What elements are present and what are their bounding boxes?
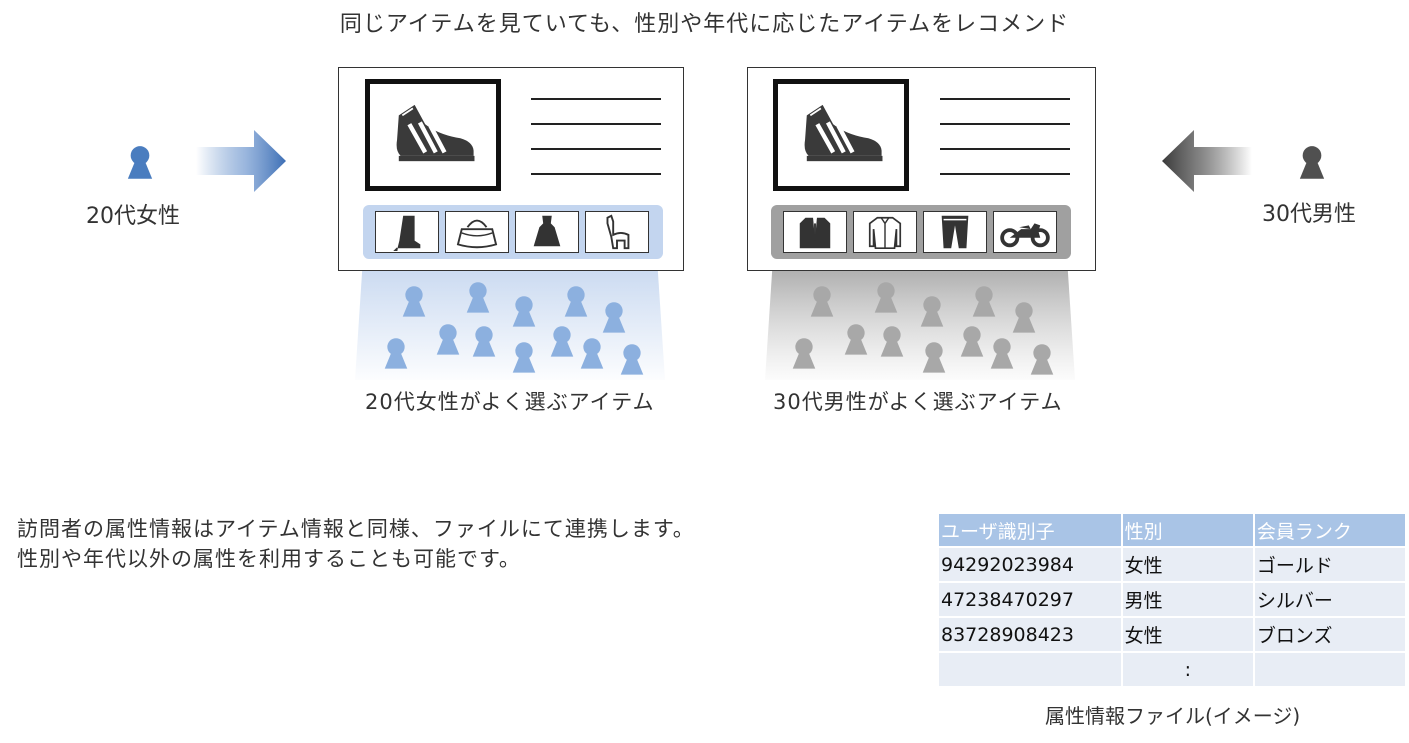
cell-user-id — [939, 653, 1121, 686]
cell-user-id: 47238470297 — [939, 583, 1121, 616]
main-product-image[interactable] — [773, 79, 909, 191]
shirt-icon — [868, 216, 902, 250]
arrow-left-icon — [1162, 130, 1252, 192]
recommend-item[interactable] — [375, 211, 439, 253]
cell-user-id: 83728908423 — [939, 618, 1121, 651]
main-product-image[interactable] — [365, 79, 501, 191]
description-line — [940, 173, 1070, 175]
recommend-item[interactable] — [445, 211, 509, 253]
page-title: 同じアイテムを見ていても、性別や年代に応じたアイテムをレコメンド — [339, 12, 1070, 37]
recommend-strip — [771, 205, 1071, 259]
person-icon — [791, 336, 817, 370]
column-header-rank: 会員ランク — [1254, 514, 1405, 546]
crowd-left — [355, 258, 665, 380]
person-icon — [126, 144, 154, 180]
person-icon — [579, 336, 605, 370]
cell-rank: ゴールド — [1254, 548, 1405, 581]
cell-rank: シルバー — [1254, 583, 1405, 616]
cell-ellipsis: : — [1122, 653, 1253, 686]
left-crowd-caption: 20代女性がよく選ぶアイテム — [365, 390, 655, 414]
motorcycle-icon — [1000, 223, 1050, 248]
person-icon — [511, 294, 537, 328]
note-line-2: 性別や年代以外の属性を利用することも可能です。 — [17, 547, 521, 571]
left-user-label: 20代女性 — [86, 204, 180, 229]
cell-gender: 女性 — [1122, 548, 1253, 581]
product-card-left — [338, 67, 684, 271]
person-icon — [511, 340, 537, 374]
recommend-item[interactable] — [923, 211, 987, 253]
person-icon — [1029, 342, 1055, 376]
dress-icon — [533, 215, 561, 247]
product-card-right — [747, 67, 1096, 271]
person-icon — [1011, 300, 1037, 334]
description-line — [940, 148, 1070, 150]
person-icon — [1298, 144, 1326, 180]
right-user-label: 30代男性 — [1262, 202, 1356, 227]
table-header-row: ユーザ識別子 性別 会員ランク — [939, 514, 1405, 546]
note-line-1: 訪問者の属性情報はアイテム情報と同様、ファイルにて連携します。 — [17, 517, 695, 541]
table-row: 94292023984 女性 ゴールド — [939, 548, 1405, 581]
person-icon — [873, 280, 899, 314]
recommend-item[interactable] — [515, 211, 579, 253]
cell-gender: 女性 — [1122, 618, 1253, 651]
description-line — [531, 173, 661, 175]
sneaker-icon — [798, 96, 886, 170]
person-icon — [879, 324, 905, 358]
description-line — [940, 123, 1070, 125]
right-crowd-caption: 30代男性がよく選ぶアイテム — [773, 390, 1063, 414]
person-icon — [619, 342, 645, 376]
description-line — [940, 98, 1070, 100]
recommend-item[interactable] — [783, 211, 847, 253]
recommend-strip — [363, 205, 663, 259]
person-icon — [549, 324, 575, 358]
attribute-table: ユーザ識別子 性別 会員ランク 94292023984 女性 ゴールド 4723… — [937, 512, 1407, 688]
recommend-item[interactable] — [853, 211, 917, 253]
person-icon — [563, 284, 589, 318]
table-caption: 属性情報ファイル(イメージ) — [1045, 704, 1301, 728]
person-icon — [843, 322, 869, 356]
person-icon — [471, 324, 497, 358]
person-icon — [401, 284, 427, 318]
person-icon — [921, 340, 947, 374]
crowd-right — [765, 258, 1075, 380]
cell-rank: ブロンズ — [1254, 618, 1405, 651]
recommend-item[interactable] — [993, 211, 1057, 253]
person-icon — [435, 322, 461, 356]
cell-gender: 男性 — [1122, 583, 1253, 616]
person-icon — [989, 336, 1015, 370]
alpaca-icon — [606, 214, 630, 250]
description-line — [531, 98, 661, 100]
column-header-gender: 性別 — [1122, 514, 1253, 546]
cell-user-id: 94292023984 — [939, 548, 1121, 581]
person-icon — [919, 294, 945, 328]
attribute-table-grid: ユーザ識別子 性別 会員ランク 94292023984 女性 ゴールド 4723… — [937, 512, 1407, 688]
sneaker-icon — [390, 96, 478, 170]
suit-jacket-icon — [799, 217, 831, 249]
boot-icon — [393, 215, 421, 252]
person-icon — [383, 336, 409, 370]
person-icon — [959, 324, 985, 358]
person-icon — [809, 284, 835, 318]
table-row: 47238470297 男性 シルバー — [939, 583, 1405, 616]
recommend-item[interactable] — [585, 211, 649, 253]
description-line — [531, 148, 661, 150]
table-row: : — [939, 653, 1405, 686]
cell-rank — [1254, 653, 1405, 686]
table-row: 83728908423 女性 ブロンズ — [939, 618, 1405, 651]
jeans-icon — [941, 215, 969, 249]
person-icon — [601, 300, 627, 334]
handbag-icon — [456, 219, 498, 249]
person-icon — [971, 284, 997, 318]
column-header-user-id: ユーザ識別子 — [939, 514, 1121, 546]
description-line — [531, 123, 661, 125]
arrow-right-icon — [196, 130, 286, 192]
note-text: 訪問者の属性情報はアイテム情報と同様、ファイルにて連携します。 性別や年代以外の… — [17, 514, 695, 574]
person-icon — [465, 280, 491, 314]
